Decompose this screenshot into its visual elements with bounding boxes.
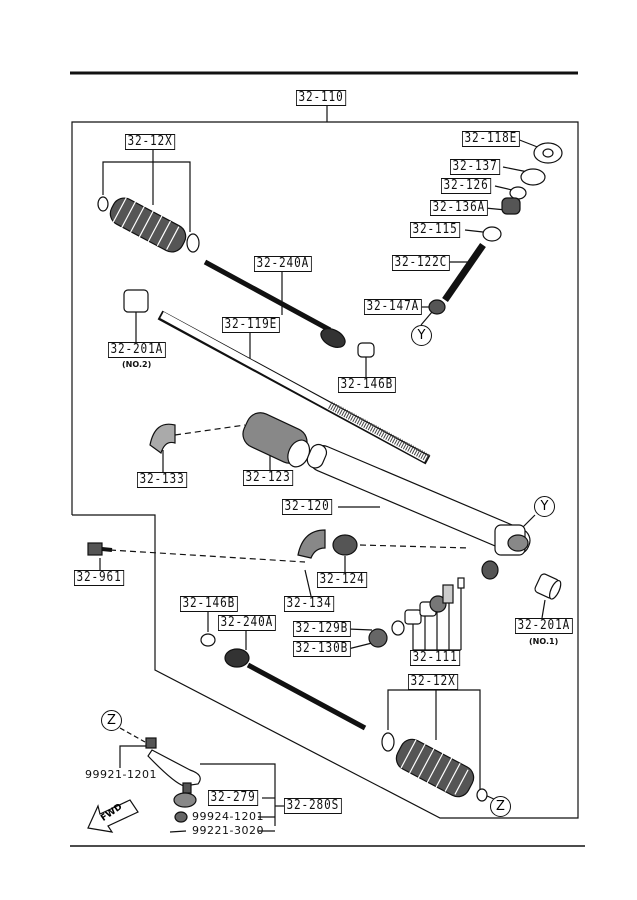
label-yoke-111[interactable]: 32-111: [410, 650, 461, 666]
label-dust-boot[interactable]: 32-279: [208, 790, 259, 806]
label-bolt[interactable]: 32-961: [74, 570, 125, 586]
label-bushing-no2[interactable]: 32-201A: [108, 342, 166, 358]
label-rack[interactable]: 32-119E: [222, 317, 280, 333]
label-housing[interactable]: 32-120: [282, 499, 333, 515]
label-clamp-134[interactable]: 32-134: [284, 596, 335, 612]
label-cotter-pin[interactable]: 99221-3020: [192, 824, 264, 837]
label-washer-top[interactable]: 32-146B: [338, 377, 396, 393]
label-pinion[interactable]: 32-122C: [392, 255, 450, 271]
label-washer-bottom[interactable]: 32-146B: [180, 596, 238, 612]
label-bearing-115[interactable]: 32-115: [410, 222, 461, 238]
label-tie-rod-top[interactable]: 32-240A: [254, 256, 312, 272]
label-tie-rod-bottom[interactable]: 32-240A: [218, 615, 276, 631]
ref-y-right: Y: [534, 496, 555, 517]
label-nut-130b[interactable]: 32-130B: [293, 641, 351, 657]
label-bearing-126[interactable]: 32-126: [441, 178, 492, 194]
note-no1: (NO.1): [529, 637, 559, 646]
ref-z-left: Z: [101, 710, 122, 731]
assembly-frame: [71, 121, 579, 819]
label-nut-136a[interactable]: 32-136A: [430, 200, 488, 216]
ref-z-right: Z: [490, 796, 511, 817]
housing-part: [306, 443, 531, 555]
label-tie-rod-end[interactable]: 32-280S: [284, 798, 342, 814]
label-mount-124[interactable]: 32-124: [317, 572, 368, 588]
label-cap[interactable]: 32-118E: [462, 131, 520, 147]
label-seal[interactable]: 32-137: [450, 159, 501, 175]
boot-top-part: [109, 197, 187, 253]
fwd-arrow-icon: [87, 799, 139, 833]
label-boot-bottom[interactable]: 32-12X: [408, 674, 459, 690]
note-no2: (NO.2): [122, 360, 152, 369]
label-assembly[interactable]: 32-110: [296, 90, 347, 106]
label-clamp-133[interactable]: 32-133: [137, 472, 188, 488]
label-castle-nut[interactable]: 99924-1201: [192, 810, 264, 823]
label-bushing-no1[interactable]: 32-201A: [515, 618, 573, 634]
label-plug-129b[interactable]: 32-129B: [293, 621, 351, 637]
label-mount-123[interactable]: 32-123: [243, 470, 294, 486]
label-tie-rod-end-nut[interactable]: 99921-1201: [85, 768, 157, 781]
label-bearing-147a[interactable]: 32-147A: [364, 299, 422, 315]
ref-y-top: Y: [411, 325, 432, 346]
label-boot-top[interactable]: 32-12X: [125, 134, 176, 150]
